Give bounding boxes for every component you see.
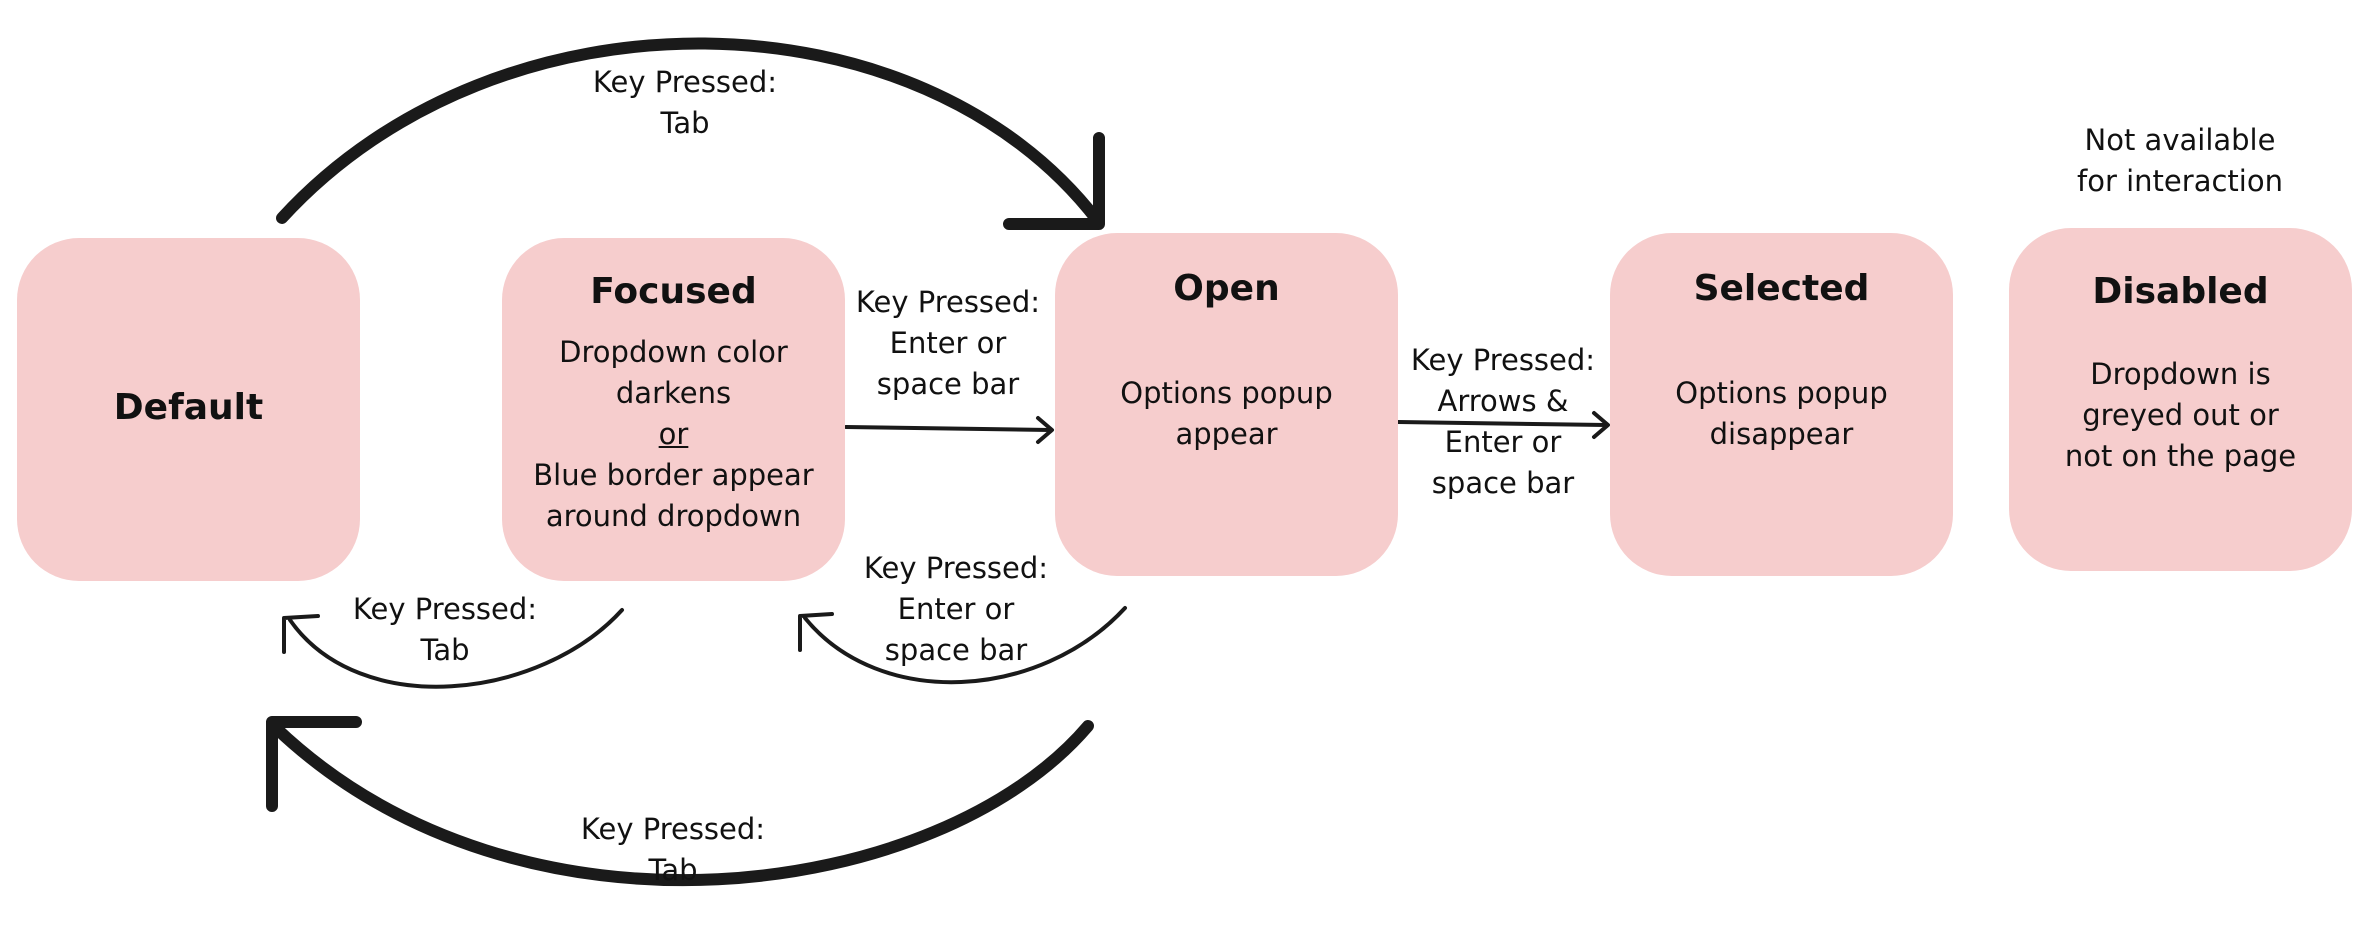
label-line: Key Pressed: [855, 285, 1041, 319]
label-line: Key Pressed: [592, 65, 778, 99]
arrow-open-to-default [270, 720, 1094, 887]
arrowhead-default-to-open [1003, 132, 1105, 230]
label-line: Key Pressed: [1410, 343, 1596, 377]
arrowhead-open-to-selected [1592, 411, 1610, 439]
label-open-to-focused: Key Pressed: Enter or space bar [836, 548, 1076, 671]
label-open-to-default: Key Pressed: Tab [553, 809, 793, 891]
state-selected: Selected Options popup disappear [1610, 233, 1953, 576]
label-default-to-open: Key Pressed: Tab [565, 62, 805, 144]
state-disabled-line: not on the page [2064, 439, 2297, 473]
arrow-focused-to-default [288, 608, 624, 689]
arrowhead-open-to-focused [798, 612, 834, 652]
state-selected-line: Options popup [1675, 376, 1888, 410]
state-selected-line: disappear [1709, 417, 1854, 451]
label-line: Key Pressed: [863, 551, 1049, 585]
state-open-line: Options popup [1120, 376, 1333, 410]
label-focused-to-open: Key Pressed: Enter or space bar [828, 282, 1068, 405]
state-open-title: Open [1173, 268, 1280, 309]
state-focused-line: Blue border appear [533, 458, 814, 492]
state-open-description: Options popup appear [1055, 373, 1398, 455]
label-line: Key Pressed: [580, 812, 766, 846]
state-disabled-description: Dropdown is greyed out or not on the pag… [2009, 354, 2352, 477]
label-line: Tab [660, 106, 710, 140]
state-focused: Focused Dropdown color darkens or Blue b… [502, 238, 845, 581]
state-selected-title: Selected [1693, 268, 1870, 309]
state-disabled-line: greyed out or [2082, 398, 2279, 432]
state-open-line: appear [1175, 417, 1278, 451]
state-default-title: Default [113, 387, 264, 428]
state-default: Default [17, 238, 360, 581]
state-selected-description: Options popup disappear [1610, 373, 1953, 455]
label-line: Tab [420, 633, 470, 667]
arrow-open-to-selected [1396, 420, 1608, 427]
label-line: Enter or [1444, 425, 1562, 459]
label-open-to-selected: Key Pressed: Arrows & Enter or space bar [1383, 340, 1623, 504]
arrow-open-to-focused [803, 606, 1127, 685]
state-disabled-line: Dropdown is [2090, 357, 2271, 391]
arrowhead-focused-to-open [1036, 416, 1054, 444]
note-line: for interaction [2077, 164, 2283, 198]
state-focused-line: or [658, 417, 689, 451]
label-line: space bar [1431, 466, 1575, 500]
label-line: Tab [648, 853, 698, 887]
label-line: Arrows & [1437, 384, 1569, 418]
label-line: Key Pressed: [352, 592, 538, 626]
state-focused-line: darkens [615, 376, 732, 410]
label-line: Enter or [897, 592, 1015, 626]
state-focused-line: Dropdown color [559, 335, 788, 369]
state-focused-description: Dropdown color darkens or Blue border ap… [502, 332, 845, 537]
state-disabled-title: Disabled [2092, 271, 2269, 312]
state-open: Open Options popup appear [1055, 233, 1398, 576]
state-focused-title: Focused [590, 271, 757, 312]
label-focused-to-default: Key Pressed: Tab [325, 589, 565, 671]
arrowhead-open-to-default [266, 716, 362, 812]
state-focused-line: around dropdown [545, 499, 802, 533]
arrow-default-to-open [276, 37, 1103, 226]
label-line: space bar [876, 367, 1020, 401]
label-line: space bar [884, 633, 1028, 667]
label-line: Enter or [889, 326, 1007, 360]
state-disabled: Disabled Dropdown is greyed out or not o… [2009, 228, 2352, 571]
disabled-note: Not available for interaction [2060, 120, 2300, 202]
arrow-focused-to-open [844, 425, 1052, 432]
arrowhead-focused-to-default [282, 614, 320, 654]
note-line: Not available [2084, 123, 2276, 157]
